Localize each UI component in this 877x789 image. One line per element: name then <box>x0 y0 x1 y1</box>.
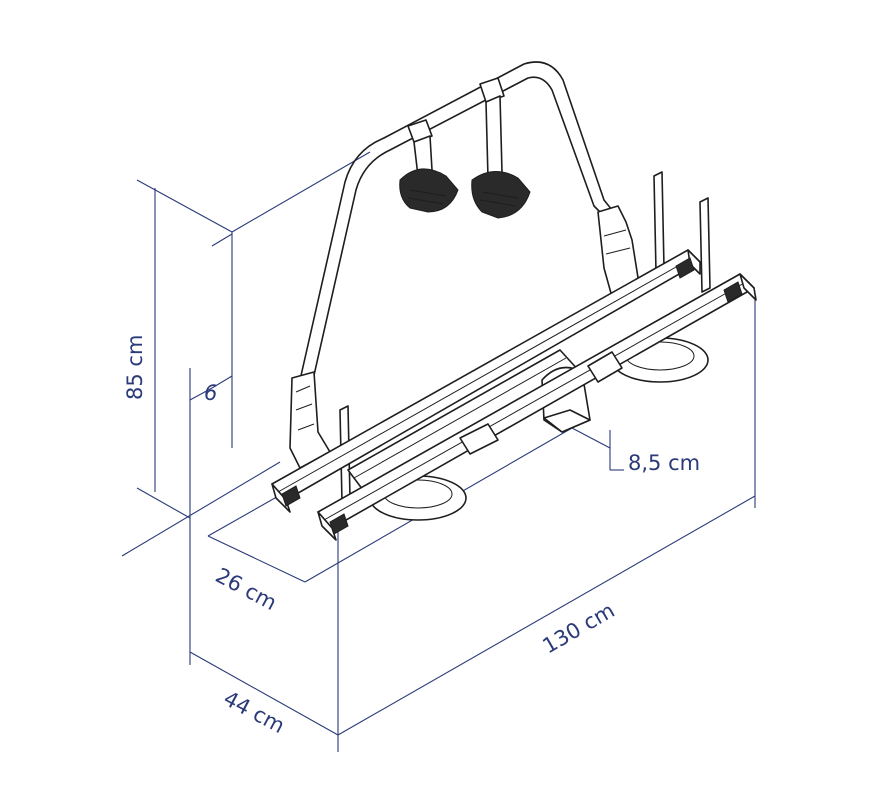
right-leg-bracket <box>597 205 641 305</box>
height-label: 85 cm <box>123 335 147 400</box>
post-rear-right <box>653 171 665 273</box>
rail-short <box>459 423 499 455</box>
offset-label: 6 <box>204 381 217 405</box>
arm-clamp-left <box>407 119 433 143</box>
post-front-right <box>699 197 711 293</box>
width-label: 130 cm <box>539 598 619 658</box>
rail-depth-label: 26 cm <box>212 563 281 615</box>
frame-bow <box>299 61 613 381</box>
depth-label: 44 cm <box>220 686 289 738</box>
frame-holder-left <box>399 168 459 213</box>
bike-rack-illustration <box>271 61 757 541</box>
arm-depth-label: 8,5 cm <box>628 451 700 475</box>
strap-buckle-rear <box>281 485 301 507</box>
frame-holder-right <box>471 171 531 219</box>
strap-buckle-front <box>329 513 349 535</box>
